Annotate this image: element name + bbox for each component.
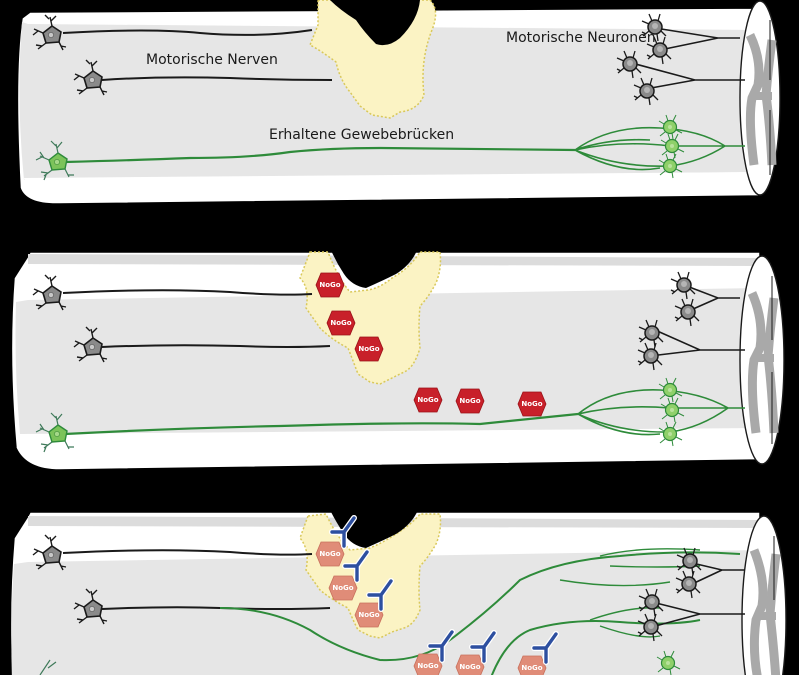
svg-text:NoGo: NoGo — [417, 396, 438, 404]
nogo-protein: NoGo — [326, 310, 356, 336]
svg-text:NoGo: NoGo — [319, 281, 340, 289]
nogo-protein: NoGo — [315, 272, 345, 298]
svg-text:NoGo: NoGo — [459, 397, 480, 405]
svg-text:NoGo: NoGo — [459, 663, 480, 671]
nogo-antibody-complex: NoGo — [354, 581, 391, 628]
spared-axon — [64, 146, 576, 164]
nogo-antibody-complex: NoGo — [413, 632, 452, 675]
regrowing-axon — [219, 551, 741, 662]
label-motor-nerves: Motorische Nerven — [146, 52, 278, 68]
svg-text:NoGo: NoGo — [319, 550, 340, 558]
panel-1: Motorische Nerven Motorische Neuronen Er… — [16, 0, 781, 205]
nogo-antibody-complex: NoGo — [315, 518, 354, 567]
panel-2: NoGo NoGo NoGo NoGo NoGo NoGo — [10, 248, 785, 471]
spinal-cord-cross-section — [741, 515, 787, 675]
spinal-cord-cross-section — [739, 0, 781, 196]
label-tissue-bridges: Erhaltene Gewebebrücken — [269, 127, 454, 143]
label-motor-neurons: Motorische Neuronen — [506, 30, 656, 46]
nogo-antibody-complex: NoGo — [328, 552, 367, 601]
svg-text:NoGo: NoGo — [521, 664, 542, 672]
nogo-antibody-complex: NoGo — [455, 633, 494, 675]
nogo-antibody-complex: NoGo — [517, 634, 556, 675]
motor-axon-1 — [62, 29, 313, 36]
svg-text:NoGo: NoGo — [358, 611, 379, 619]
spinal-cord-cross-section — [739, 255, 785, 465]
svg-text:NoGo: NoGo — [330, 319, 351, 327]
nogo-protein: NoGo — [354, 336, 384, 362]
svg-text:NoGo: NoGo — [417, 662, 438, 670]
panel-3: NoGo NoGo NoGo NoGo NoGo NoGo — [9, 510, 787, 675]
nogo-protein: NoGo — [517, 391, 547, 417]
svg-text:NoGo: NoGo — [521, 400, 542, 408]
svg-text:NoGo: NoGo — [358, 345, 379, 353]
nogo-protein: NoGo — [413, 387, 443, 413]
motor-axon-2 — [101, 76, 333, 81]
nogo-protein: NoGo — [455, 388, 485, 414]
svg-text:NoGo: NoGo — [332, 584, 353, 592]
